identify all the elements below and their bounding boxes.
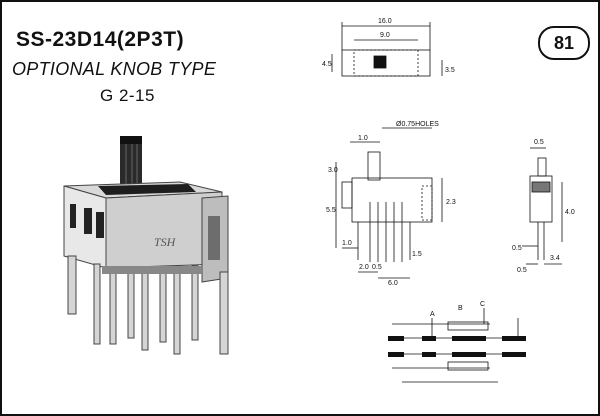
svg-text:9.0: 9.0 bbox=[380, 32, 390, 39]
slot bbox=[98, 184, 196, 195]
circuit-schematic bbox=[392, 308, 522, 383]
svg-text:0.5: 0.5 bbox=[517, 267, 527, 274]
svg-text:0.5: 0.5 bbox=[372, 264, 382, 271]
svg-text:4.0: 4.0 bbox=[565, 209, 575, 216]
series-code: G 2-15 bbox=[100, 86, 155, 105]
page-number-badge: 81 bbox=[538, 26, 590, 60]
front-view-drawing bbox=[335, 127, 443, 279]
svg-text:5.5: 5.5 bbox=[326, 207, 336, 214]
switch-photo: TSH bbox=[63, 136, 229, 355]
svg-text:6.0: 6.0 bbox=[388, 280, 398, 287]
svg-text:Ø0.75HOLES: Ø0.75HOLES bbox=[396, 121, 439, 128]
side-view-drawing bbox=[522, 147, 563, 265]
top-view-drawing bbox=[331, 22, 443, 77]
svg-text:3.5: 3.5 bbox=[445, 67, 455, 74]
svg-text:0.5: 0.5 bbox=[534, 139, 544, 146]
brand-mark: TSH bbox=[154, 235, 177, 249]
svg-text:B: B bbox=[458, 305, 463, 312]
svg-text:4.5: 4.5 bbox=[322, 61, 332, 68]
svg-text:C: C bbox=[480, 301, 485, 308]
svg-text:1.0: 1.0 bbox=[358, 135, 368, 142]
svg-text:1.5: 1.5 bbox=[412, 251, 422, 258]
svg-text:16.0: 16.0 bbox=[378, 18, 392, 25]
svg-text:A: A bbox=[430, 311, 435, 318]
svg-text:2.0: 2.0 bbox=[359, 264, 369, 271]
svg-text:2.3: 2.3 bbox=[446, 199, 456, 206]
model-subtitle: OPTIONAL KNOB TYPE bbox=[12, 59, 217, 79]
svg-text:0.5: 0.5 bbox=[512, 245, 522, 252]
svg-text:3.4: 3.4 bbox=[550, 255, 560, 262]
svg-text:3.0: 3.0 bbox=[328, 167, 338, 174]
model-title: SS-23D14(2P3T) bbox=[16, 28, 185, 51]
svg-text:1.0: 1.0 bbox=[342, 240, 352, 247]
